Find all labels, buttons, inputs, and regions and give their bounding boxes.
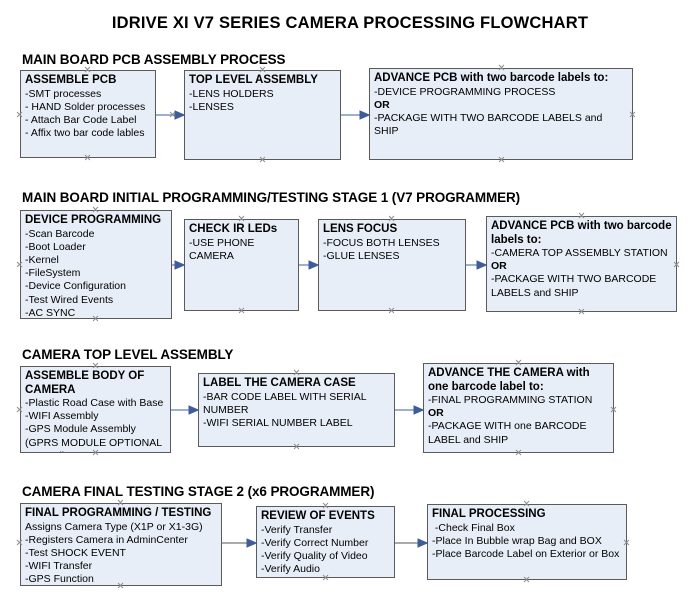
node-body: -CAMERA TOP ASSEMBLY STATION OR -PACKAGE… — [491, 247, 672, 300]
node-check-ir-leds[interactable]: CHECK IR LEDs -USE PHONE CAMERA — [184, 219, 299, 311]
node-body: -Scan Barcode -Boot Loader -Kernel -File… — [25, 227, 167, 319]
node-review-of-events[interactable]: REVIEW OF EVENTS -Verify Transfer -Verif… — [256, 506, 395, 578]
node-line: -GPS Function — [25, 573, 94, 586]
node-line: -FOCUS BOTH LENSES — [323, 236, 440, 249]
node-assemble-body-of-camera[interactable]: ASSEMBLE BODY OF CAMERA -Plastic Road Ca… — [20, 366, 171, 453]
node-line: -Verify Audio — [261, 563, 320, 576]
node-assemble-pcb[interactable]: ASSEMBLE PCB -SMT processes - HAND Solde… — [20, 70, 156, 158]
node-line: OR — [374, 98, 390, 111]
node-line: -Place In Bubble wrap Bag and BOX — [432, 534, 602, 547]
node-line: -FINAL PROGRAMMING STATION — [428, 394, 593, 406]
node-line: -Registers Camera in AdminCenter — [25, 533, 188, 546]
node-final-programming-testing[interactable]: FINAL PROGRAMMING / TESTING Assigns Came… — [20, 503, 222, 586]
node-line: -AC SYNC — [25, 306, 76, 319]
node-line: -PACKAGE WITH TWO BARCODE LABELS and SHI… — [374, 111, 606, 138]
node-title: ASSEMBLE BODY OF CAMERA — [25, 370, 148, 396]
node-line: -Verify Transfer — [261, 523, 333, 536]
node-line: (GPRS MODULE OPTIONAL — [25, 436, 163, 449]
node-lens-focus[interactable]: LENS FOCUS -FOCUS BOTH LENSES -GLUE LENS… — [318, 219, 466, 311]
node-line: -Boot Loader — [25, 240, 86, 253]
node-line: - Attach Bar Code Label — [25, 113, 137, 126]
node-line: - Affix two bar code lables — [25, 127, 145, 140]
node-body: -Plastic Road Case with Base -WIFI Assem… — [25, 397, 166, 452]
page-title: IDRIVE XI V7 SERIES CAMERA PROCESSING FL… — [111, 14, 589, 32]
node-title: ASSEMBLE PCB — [25, 74, 117, 86]
node-body: -FINAL PROGRAMMING STATION OR -PACKAGE W… — [428, 394, 609, 447]
node-line: -GLUE LENSES — [323, 249, 400, 262]
node-title: LENS FOCUS — [323, 223, 398, 235]
node-title: LABEL THE CAMERA CASE — [203, 377, 356, 389]
node-body: -LENS HOLDERS -LENSES — [189, 88, 336, 114]
node-advance-the-camera-one-barcode-label[interactable]: ADVANCE THE CAMERA with one barcode labe… — [423, 363, 614, 453]
node-line: -FileSystem — [25, 267, 81, 280]
node-title: ADVANCE PCB with two barcode labels to: — [491, 220, 675, 246]
node-line: -WIFI SERIAL NUMBER LABEL — [203, 416, 353, 429]
node-line: -USE PHONE CAMERA — [189, 236, 258, 262]
node-title: DEVICE PROGRAMMING — [25, 214, 162, 226]
node-line: -PACKAGE WITH one BARCODE LABEL and SHIP — [428, 420, 590, 446]
node-line: -PACKAGE WITH TWO BARCODE LABELS and SHI… — [491, 273, 660, 299]
node-line: -Device Configuration — [25, 280, 126, 293]
node-body: -Check Final Box -Place In Bubble wrap B… — [432, 522, 622, 562]
node-line: -Plastic Road Case with Base — [25, 397, 164, 409]
section-header-main-board-initial-programming-testing-stage-1: MAIN BOARD INITIAL PROGRAMMING/TESTING S… — [22, 190, 521, 205]
node-line: -Check Final Box — [432, 521, 515, 534]
node-line: -LENSES — [189, 100, 234, 113]
node-title: ADVANCE THE CAMERA with one barcode labe… — [428, 367, 593, 393]
node-advance-pcb-camera-top-assembly[interactable]: ADVANCE PCB with two barcode labels to: … — [486, 216, 677, 312]
node-advance-pcb-two-barcode-labels[interactable]: ADVANCE PCB with two barcode labels to: … — [369, 68, 633, 160]
node-line: OR — [491, 260, 507, 273]
node-body: -SMT processes - HAND Solder processes -… — [25, 88, 151, 141]
node-top-level-assembly[interactable]: TOP LEVEL ASSEMBLY -LENS HOLDERS -LENSES — [184, 70, 341, 160]
node-device-programming[interactable]: DEVICE PROGRAMMING -Scan Barcode -Boot L… — [20, 210, 172, 319]
node-line: -GPS Module Assembly — [25, 423, 136, 436]
node-title: FINAL PROCESSING — [432, 508, 546, 520]
node-title: TOP LEVEL ASSEMBLY — [189, 74, 318, 86]
node-line: -Scan Barcode — [25, 227, 95, 240]
node-title: REVIEW OF EVENTS — [261, 510, 375, 522]
node-line: -WIFI Transfer — [25, 560, 93, 573]
node-line: Depending on camera version) — [25, 450, 166, 452]
node-line: -Verify Correct Number — [261, 536, 369, 549]
node-line: -Test SHOCK EVENT — [25, 546, 126, 559]
section-header-camera-final-testing-stage-2: CAMERA FINAL TESTING STAGE 2 (x6 PROGRAM… — [22, 484, 375, 499]
node-title: ADVANCE PCB with two barcode labels to: — [374, 72, 609, 84]
node-line: Assigns Camera Type (X1P or X1-3G) — [25, 520, 203, 533]
node-label-the-camera-case[interactable]: LABEL THE CAMERA CASE -BAR CODE LABEL WI… — [198, 373, 395, 447]
node-line: -LENS HOLDERS — [189, 87, 274, 100]
node-body: -Verify Transfer -Verify Correct Number … — [261, 524, 390, 577]
node-line: -Test Wired Events — [25, 293, 114, 306]
node-body: -DEVICE PROGRAMMING PROCESS OR -PACKAGE … — [374, 86, 628, 139]
node-body: -FOCUS BOTH LENSES -GLUE LENSES — [323, 237, 461, 263]
node-line: -Verify Quality of Video — [261, 549, 368, 562]
node-line: OR — [428, 407, 444, 420]
node-line: -DEVICE PROGRAMMING PROCESS — [374, 85, 556, 98]
node-body: -BAR CODE LABEL WITH SERIAL NUMBER -WIFI… — [203, 391, 390, 431]
section-header-main-board-pcb-assembly-process: MAIN BOARD PCB ASSEMBLY PROCESS — [22, 52, 286, 67]
node-line: -BAR CODE LABEL WITH SERIAL NUMBER — [203, 390, 370, 416]
node-title: CHECK IR LEDs — [189, 223, 278, 235]
node-line: -SMT processes — [25, 87, 102, 100]
node-body: Assigns Camera Type (X1P or X1-3G) -Regi… — [25, 520, 217, 586]
node-title: FINAL PROGRAMMING / TESTING — [25, 507, 212, 519]
node-handle — [169, 111, 176, 118]
node-line: - HAND Solder processes — [25, 100, 146, 113]
node-line: -CAMERA TOP ASSEMBLY STATION — [491, 247, 668, 259]
node-line: -WIFI Assembly — [25, 410, 99, 423]
node-body: -USE PHONE CAMERA — [189, 237, 294, 263]
node-line: -Place Barcode Label on Exterior or Box — [432, 547, 620, 560]
node-final-processing[interactable]: FINAL PROCESSING -Check Final Box -Place… — [427, 504, 627, 580]
section-header-camera-top-level-assembly: CAMERA TOP LEVEL ASSEMBLY — [22, 347, 234, 362]
node-line: -Kernel — [25, 253, 59, 266]
